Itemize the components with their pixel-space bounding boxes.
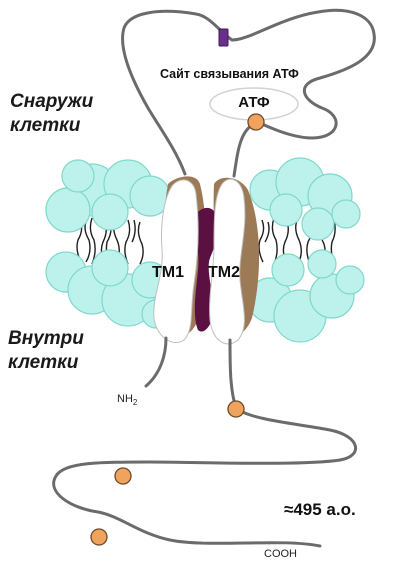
tm2-helix [209,178,246,345]
transmembrane-domain [153,176,260,345]
tm1-label: TM1 [152,264,184,281]
n-terminal-tail [144,336,168,388]
extracellular-loop [121,8,376,178]
atp-label: АТФ [238,94,270,111]
c-terminus-label: COOH [264,548,297,560]
inside-label-line2: клетки [8,352,79,373]
c-terminal-tail [52,338,358,548]
lipid-heads-lower-right [247,249,365,343]
phospho-sites [90,113,265,546]
membrane-bilayer-right [247,157,365,343]
phospho-site-extracellular [247,113,265,131]
n-terminus-label: NH2 [117,393,137,407]
outside-label-line2: клетки [10,115,81,136]
n-terminus-label-main: NH [117,393,133,405]
purple-residue-marker [218,28,229,47]
membrane-bilayer-left [45,159,171,329]
outside-label-line1: Снаружи [10,91,94,112]
lipid-heads-upper-left [45,159,171,233]
outside-cell-label: Снаружи клетки [10,90,150,138]
n-terminus-label-subscript: 2 [132,398,138,408]
sequence-length-label: ≈495 а.о. [284,500,356,519]
atp-binding-site-label: Сайт связывания АТФ [160,67,299,81]
inside-cell-label: Внутри клетки [8,327,148,375]
inside-label-line1: Внутри [8,328,84,349]
phospho-site-1 [227,400,245,418]
lipid-heads-upper-right [249,157,361,241]
tm1-helix [153,179,199,343]
phospho-site-3 [90,528,108,546]
phospho-site-2 [114,467,132,485]
lipid-heads-lower-left [45,249,171,329]
tm2-label: TM2 [208,264,240,281]
